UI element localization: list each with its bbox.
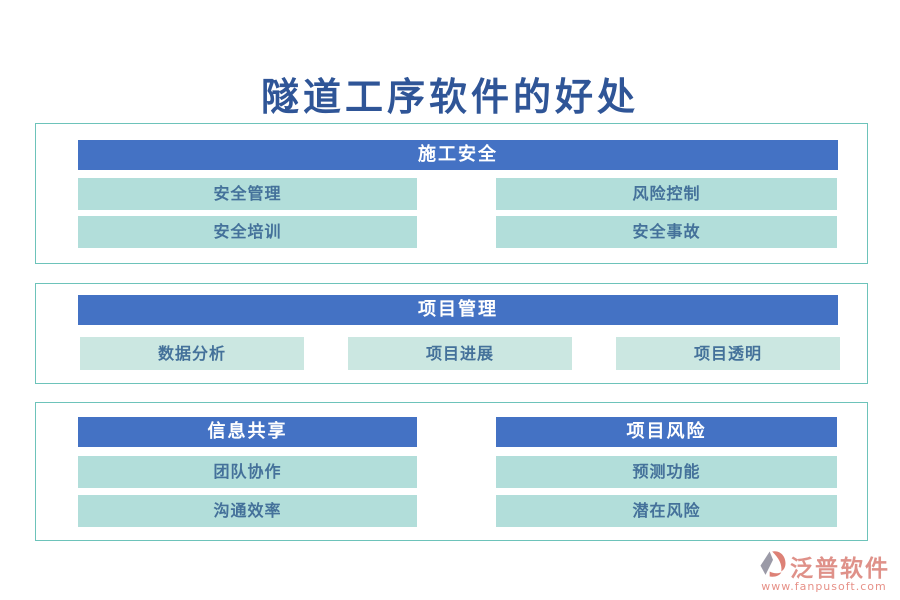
page-title: 隧道工序软件的好处 <box>260 74 639 119</box>
item-safety-management: 安全管理 <box>78 178 417 210</box>
item-communication-efficiency: 沟通效率 <box>78 495 417 527</box>
fanpu-logo-icon <box>758 549 788 583</box>
fanpu-watermark: 泛普软件 www.fanpusoft.com <box>758 549 890 593</box>
section-header-construction-safety: 施工安全 <box>78 140 838 170</box>
section-construction-safety: 施工安全 安全管理 风险控制 安全培训 安全事故 <box>35 123 868 264</box>
item-risk-control: 风险控制 <box>496 178 837 210</box>
section-info-sharing-and-project-risk: 信息共享 项目风险 团队协作 沟通效率 预测功能 潜在风险 <box>35 402 868 541</box>
section-header-project-management: 项目管理 <box>78 295 838 325</box>
item-potential-risk: 潜在风险 <box>496 495 837 527</box>
brand-url: www.fanpusoft.com <box>761 580 887 593</box>
item-safety-training: 安全培训 <box>78 216 417 248</box>
item-project-progress: 项目进展 <box>348 337 572 370</box>
section-header-project-risk: 项目风险 <box>496 417 837 447</box>
item-project-transparency: 项目透明 <box>616 337 840 370</box>
item-team-collaboration: 团队协作 <box>78 456 417 488</box>
item-safety-accident: 安全事故 <box>496 216 837 248</box>
section-project-management: 项目管理 数据分析 项目进展 项目透明 <box>35 283 868 384</box>
section-header-info-sharing: 信息共享 <box>78 417 417 447</box>
item-data-analysis: 数据分析 <box>80 337 304 370</box>
item-prediction-function: 预测功能 <box>496 456 837 488</box>
brand-name: 泛普软件 <box>790 555 890 582</box>
